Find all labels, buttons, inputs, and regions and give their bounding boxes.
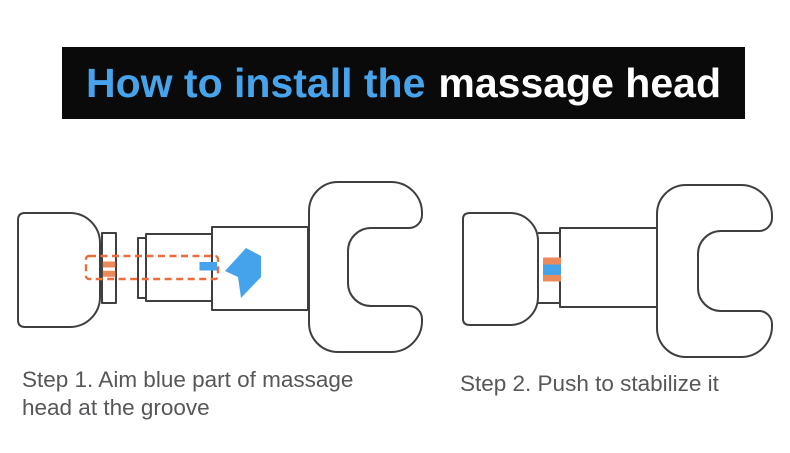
- step1-diagram: [17, 181, 423, 353]
- groove-blue-mark: [199, 262, 217, 271]
- installed-band-blue: [543, 264, 561, 275]
- caption-line: head at the groove: [22, 395, 210, 421]
- installed-band-orange-top: [543, 257, 561, 265]
- step2-diagram: [462, 184, 773, 358]
- gun-body-outline: [17, 212, 101, 328]
- step1-caption: Step 1. Aim blue part of massage head at…: [22, 366, 440, 423]
- caption-line: Step 2. Push to stabilize it: [460, 371, 719, 396]
- alignment-dashed-box: [84, 254, 220, 281]
- collar-stripe-top: [102, 261, 116, 268]
- gun-body-outline: [462, 212, 539, 326]
- push-left-arrow-icon: [225, 248, 261, 298]
- massage-head-fork: [308, 181, 423, 353]
- collar-stripe-bottom: [102, 270, 116, 277]
- head-shaft-installed: [559, 227, 659, 308]
- title-banner: How to install the massage head: [62, 47, 745, 119]
- title-highlight-text: How to install the: [85, 59, 426, 106]
- caption-line: Step 1. Aim blue part of massage: [22, 367, 354, 392]
- massage-head-fork: [656, 184, 773, 358]
- installed-band-orange-bottom: [543, 275, 561, 282]
- collar-ring: [101, 232, 117, 304]
- title-normal-text: massage head: [438, 59, 721, 106]
- step2-caption: Step 2. Push to stabilize it: [460, 370, 780, 398]
- shaft-step-ring: [137, 237, 147, 299]
